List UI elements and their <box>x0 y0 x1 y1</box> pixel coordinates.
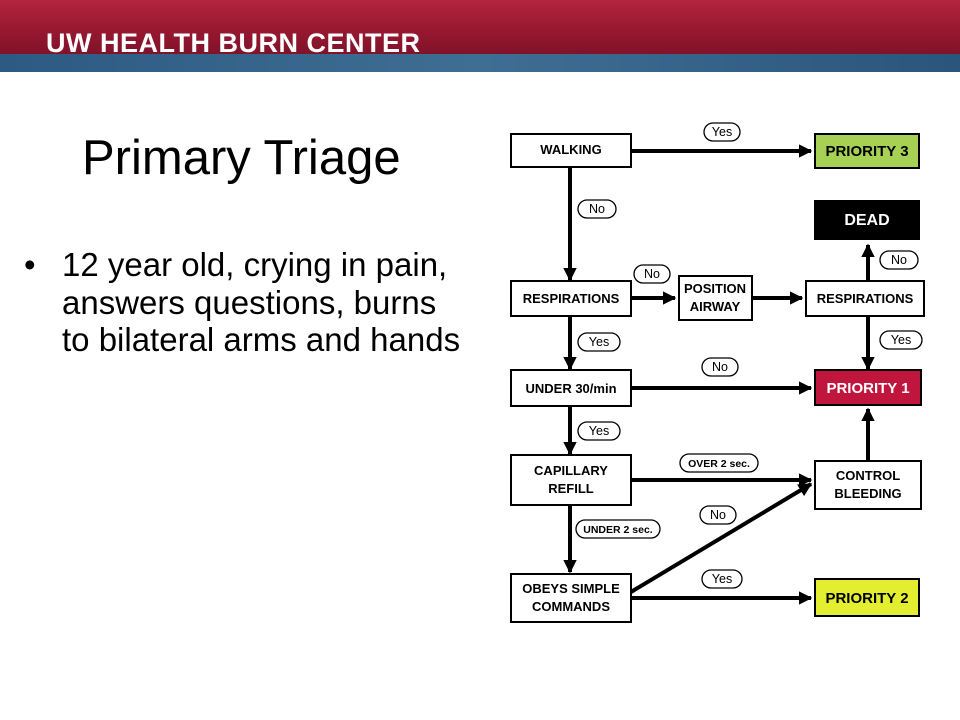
label-walking-yes: Yes <box>712 125 732 139</box>
slide-title: Primary Triage <box>82 131 401 185</box>
node-control-bleeding-label-1: CONTROL <box>836 468 900 483</box>
label-pill <box>879 330 923 350</box>
node-priority-3-label: PRIORITY 3 <box>825 143 908 160</box>
node-position-airway <box>678 275 753 321</box>
header-stripe <box>0 54 960 72</box>
label-under30-no: No <box>712 360 728 374</box>
node-obeys-commands <box>510 573 632 623</box>
label-pill <box>577 199 617 219</box>
nodes: WALKING PRIORITY 3 DEAD RESPIRATIONS POS… <box>510 133 925 623</box>
node-walking-label: WALKING <box>540 142 601 157</box>
label-pill <box>577 332 621 352</box>
bullet-text: 12 year old, crying in pain, answers que… <box>62 246 461 358</box>
label-cap-under: UNDER 2 sec. <box>583 524 653 536</box>
node-control-bleeding <box>814 460 922 510</box>
label-pill <box>575 519 661 539</box>
node-obeys-commands-label-1: OBEYS SIMPLE <box>522 581 620 596</box>
node-respirations-1-label: RESPIRATIONS <box>523 291 620 306</box>
node-walking <box>510 133 632 168</box>
node-respirations-2-label: RESPIRATIONS <box>817 291 914 306</box>
node-dead-label: DEAD <box>844 212 889 229</box>
label-pill <box>879 250 919 270</box>
label-pill <box>577 421 621 441</box>
node-respirations-2 <box>805 280 925 317</box>
node-priority-1-label: PRIORITY 1 <box>826 380 909 397</box>
label-resp2-no: No <box>891 253 907 267</box>
edge-obeys-control-bleeding <box>629 482 813 594</box>
node-control-bleeding-label-2: BLEEDING <box>834 486 901 501</box>
label-pill <box>703 122 741 142</box>
label-cap-over: OVER 2 sec. <box>688 458 750 470</box>
label-resp2-yes: Yes <box>891 333 911 347</box>
node-under-30-label: UNDER 30/min <box>525 381 616 396</box>
node-priority-3 <box>814 133 920 169</box>
label-under30-yes: Yes <box>589 424 609 438</box>
node-capillary-refill-label-2: REFILL <box>548 481 594 496</box>
triage-flowchart: Yes No No No Yes Yes No Yes OVER 2 sec. … <box>510 122 925 623</box>
label-pill <box>699 505 737 525</box>
node-capillary-refill-label-1: CAPILLARY <box>534 463 608 478</box>
node-position-airway-label-1: POSITION <box>684 281 746 296</box>
bullet-item: • 12 year old, crying in pain, answers q… <box>24 246 464 359</box>
edges <box>563 144 875 605</box>
label-walking-no: No <box>589 202 605 216</box>
edge-labels: Yes No No No Yes Yes No Yes OVER 2 sec. … <box>575 122 923 589</box>
node-dead <box>814 200 920 240</box>
label-pill <box>701 357 739 377</box>
node-priority-2-label: PRIORITY 2 <box>825 590 908 607</box>
node-position-airway-label-2: AIRWAY <box>690 299 741 314</box>
node-under-30 <box>510 369 632 407</box>
node-capillary-refill <box>510 454 632 506</box>
label-obeys-yes: Yes <box>712 572 732 586</box>
bullet-dot-icon: • <box>24 246 36 283</box>
node-priority-1 <box>814 369 922 406</box>
label-pill <box>633 264 671 284</box>
label-resp-yes: Yes <box>589 335 609 349</box>
node-obeys-commands-label-2: COMMANDS <box>532 599 610 614</box>
node-respirations-1 <box>510 280 632 317</box>
label-obeys-no: No <box>710 508 726 522</box>
label-resp-no: No <box>644 267 660 281</box>
header-title: UW HEALTH BURN CENTER <box>46 28 421 58</box>
label-pill <box>679 453 759 473</box>
label-pill <box>701 569 743 589</box>
node-priority-2 <box>814 578 920 617</box>
